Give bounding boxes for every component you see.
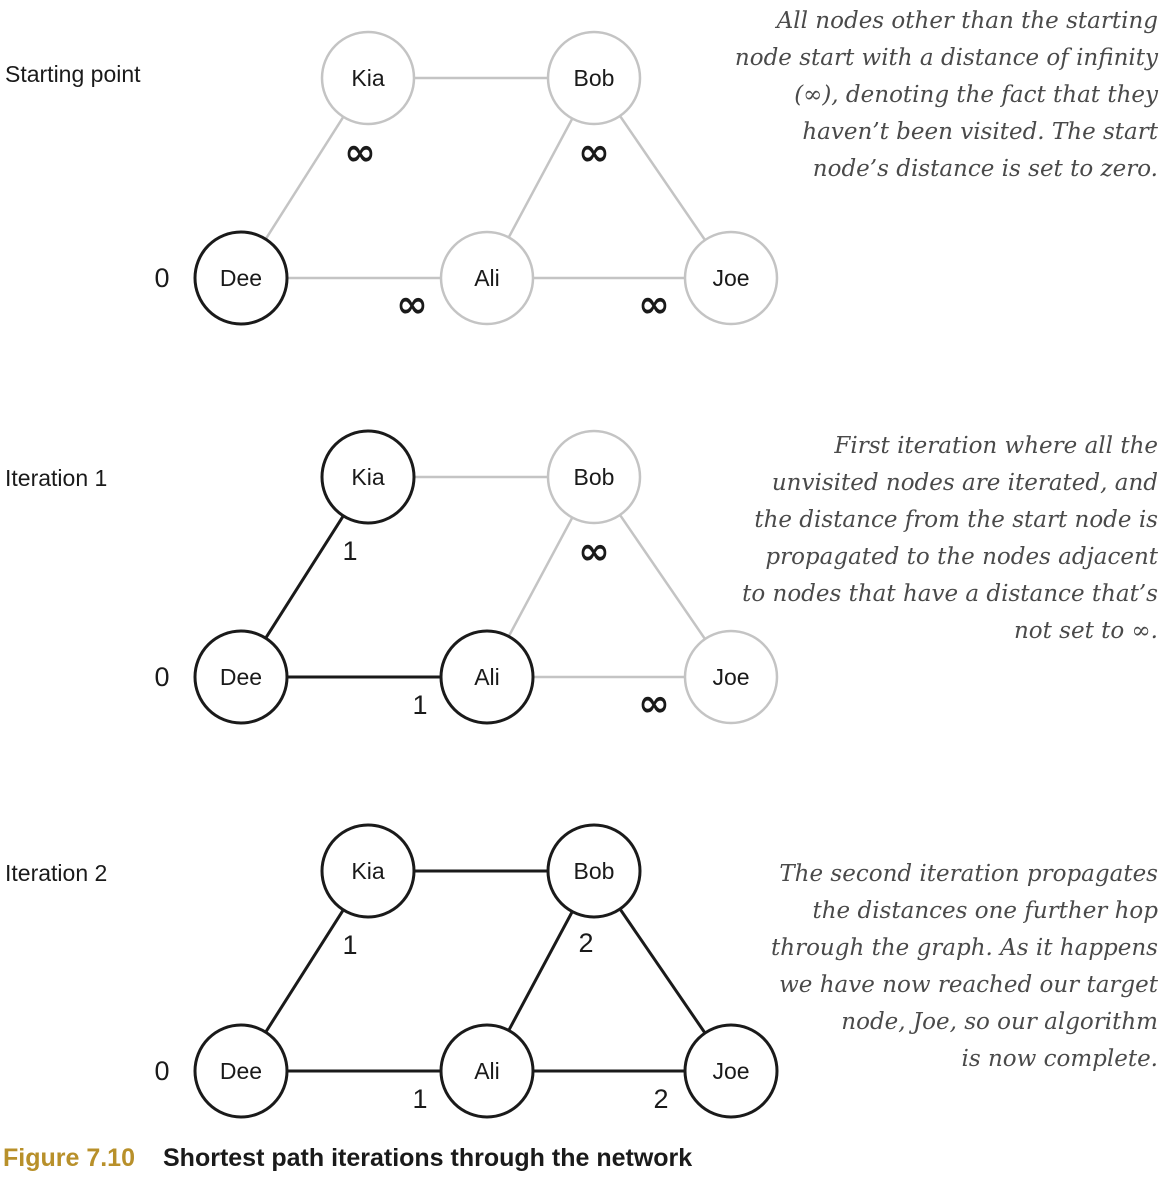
node-label: Bob	[574, 858, 615, 884]
node-circle	[683, 230, 779, 326]
node-circle	[193, 230, 289, 326]
panel-title: Iteration 1	[5, 465, 108, 491]
node-ali: Ali	[439, 1023, 535, 1119]
distance-label-ali: 1	[412, 1084, 427, 1114]
distance-label-dee: 0	[154, 263, 169, 293]
annotation-note: First iteration where all the unvisited …	[718, 428, 1158, 650]
distance-label-joe: ∞	[638, 681, 670, 725]
note-line: All nodes other than the starting	[776, 8, 1158, 34]
note-line: node, Joe, so our algorithm	[841, 1009, 1158, 1035]
node-circle	[439, 230, 535, 326]
node-circle	[546, 429, 642, 525]
note-line: haven’t been visited. The start	[802, 119, 1158, 145]
node-label: Dee	[220, 664, 262, 690]
panel-title: Iteration 2	[5, 860, 108, 886]
note-line: node’s distance is set to zero.	[812, 156, 1158, 182]
node-label: Bob	[574, 65, 615, 91]
node-bob: Bob	[546, 429, 642, 525]
note-line: (∞), denoting the fact that they	[794, 82, 1158, 108]
node-bob: Bob	[546, 30, 642, 126]
distance-label-ali: ∞	[396, 282, 428, 326]
node-circle	[439, 1023, 535, 1119]
distance-label-kia: ∞	[344, 130, 376, 174]
node-label: Dee	[220, 265, 262, 291]
note-line: the distance from the start node is	[754, 507, 1158, 533]
node-dee: Dee	[193, 629, 289, 725]
node-label: Ali	[474, 265, 500, 291]
distance-label-joe: ∞	[638, 282, 670, 326]
node-circle	[193, 1023, 289, 1119]
node-dee: Dee	[193, 1023, 289, 1119]
node-kia: Kia	[320, 823, 416, 919]
node-circle	[320, 823, 416, 919]
node-circle	[439, 629, 535, 725]
distance-label-bob: ∞	[578, 130, 610, 174]
annotation-note: All nodes other than the starting node s…	[718, 3, 1158, 188]
node-circle	[320, 30, 416, 126]
distance-label-joe: 2	[653, 1084, 668, 1114]
node-label: Kia	[351, 65, 384, 91]
node-kia: Kia	[320, 30, 416, 126]
note-line: through the graph. As it happens	[771, 935, 1158, 961]
node-joe: Joe	[683, 230, 779, 326]
node-label: Kia	[351, 464, 384, 490]
note-line: we have now reached our target	[779, 972, 1158, 998]
note-line: not set to ∞.	[1013, 618, 1158, 644]
node-label: Joe	[712, 664, 749, 690]
note-line: First iteration where all the	[834, 433, 1158, 459]
distance-label-dee: 0	[154, 662, 169, 692]
node-label: Dee	[220, 1058, 262, 1084]
node-circle	[546, 30, 642, 126]
note-line: unvisited nodes are iterated, and	[771, 470, 1158, 496]
annotation-note: The second iteration propagates the dist…	[718, 856, 1158, 1078]
node-joe: Joe	[683, 629, 779, 725]
node-circle	[683, 629, 779, 725]
distance-label-kia: 1	[342, 536, 357, 566]
node-label: Ali	[474, 664, 500, 690]
figure-number: Figure 7.10	[3, 1144, 135, 1172]
figure-caption: Figure 7.10 Shortest path iterations thro…	[3, 1144, 692, 1173]
distance-labels-group: 0 1 ∞ 1 ∞	[154, 529, 669, 725]
note-line: The second iteration propagates	[779, 861, 1158, 887]
node-ali: Ali	[439, 629, 535, 725]
note-line: the distances one further hop	[812, 898, 1159, 924]
node-label: Bob	[574, 464, 615, 490]
note-line: is now complete.	[961, 1046, 1158, 1072]
node-bob: Bob	[546, 823, 642, 919]
distance-labels-group: 0 1 2 1 2	[154, 928, 668, 1114]
node-label: Joe	[712, 265, 749, 291]
node-circle	[546, 823, 642, 919]
node-joe: Joe	[683, 1023, 779, 1119]
node-dee: Dee	[193, 230, 289, 326]
node-circle	[683, 1023, 779, 1119]
node-label: Joe	[712, 1058, 749, 1084]
distance-label-ali: 1	[412, 690, 427, 720]
node-label: Kia	[351, 858, 384, 884]
note-line: propagated to the nodes adjacent	[765, 544, 1158, 570]
panel-title: Starting point	[5, 61, 141, 87]
distance-label-dee: 0	[154, 1056, 169, 1086]
note-line: node start with a distance of infinity	[734, 45, 1158, 71]
distance-label-bob: ∞	[578, 529, 610, 573]
distance-label-bob: 2	[578, 928, 593, 958]
node-kia: Kia	[320, 429, 416, 525]
note-line: to nodes that have a distance that’s	[742, 581, 1158, 607]
node-label: Ali	[474, 1058, 500, 1084]
node-circle	[320, 429, 416, 525]
distance-labels-group: 0 ∞ ∞ ∞ ∞	[154, 130, 669, 326]
node-ali: Ali	[439, 230, 535, 326]
figure-title: Shortest path iterations through the net…	[163, 1144, 693, 1172]
node-circle	[193, 629, 289, 725]
distance-label-kia: 1	[342, 930, 357, 960]
